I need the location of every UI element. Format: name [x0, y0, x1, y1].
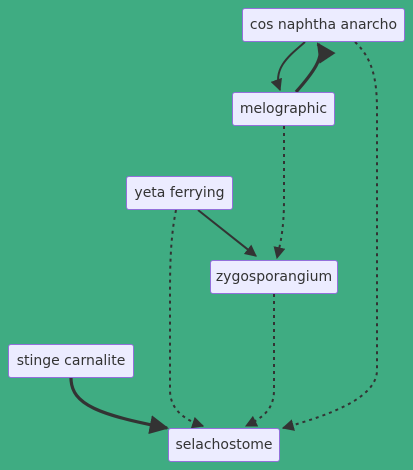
edge-stinge-to-sela	[69, 377, 169, 435]
node-melographic[interactable]: melographic	[232, 92, 335, 126]
node-label: melographic	[239, 101, 328, 117]
edge-zygo-to-sela	[244, 294, 275, 427]
node-cos-naphtha-anarcho[interactable]: cos naphtha anarcho	[242, 8, 405, 42]
edge-cos-to-melo	[270, 41, 306, 92]
node-label: stinge carnalite	[16, 353, 126, 369]
edge-yeta-to-sela	[169, 209, 205, 429]
node-yeta-ferrying[interactable]: yeta ferrying	[126, 176, 233, 210]
node-label: selachostome	[175, 437, 273, 453]
node-label: cos naphtha anarcho	[249, 17, 398, 33]
node-zygosporangium[interactable]: zygosporangium	[210, 260, 338, 294]
node-label: yeta ferrying	[134, 185, 225, 201]
node-selachostome[interactable]: selachostome	[168, 428, 280, 462]
edge-yeta-to-zygo	[197, 209, 257, 257]
edge-melo-to-cos	[294, 42, 336, 94]
edge-melo-to-zygo	[273, 126, 286, 260]
node-stinge-carnalite[interactable]: stinge carnalite	[8, 344, 134, 378]
node-label: zygosporangium	[215, 269, 333, 285]
